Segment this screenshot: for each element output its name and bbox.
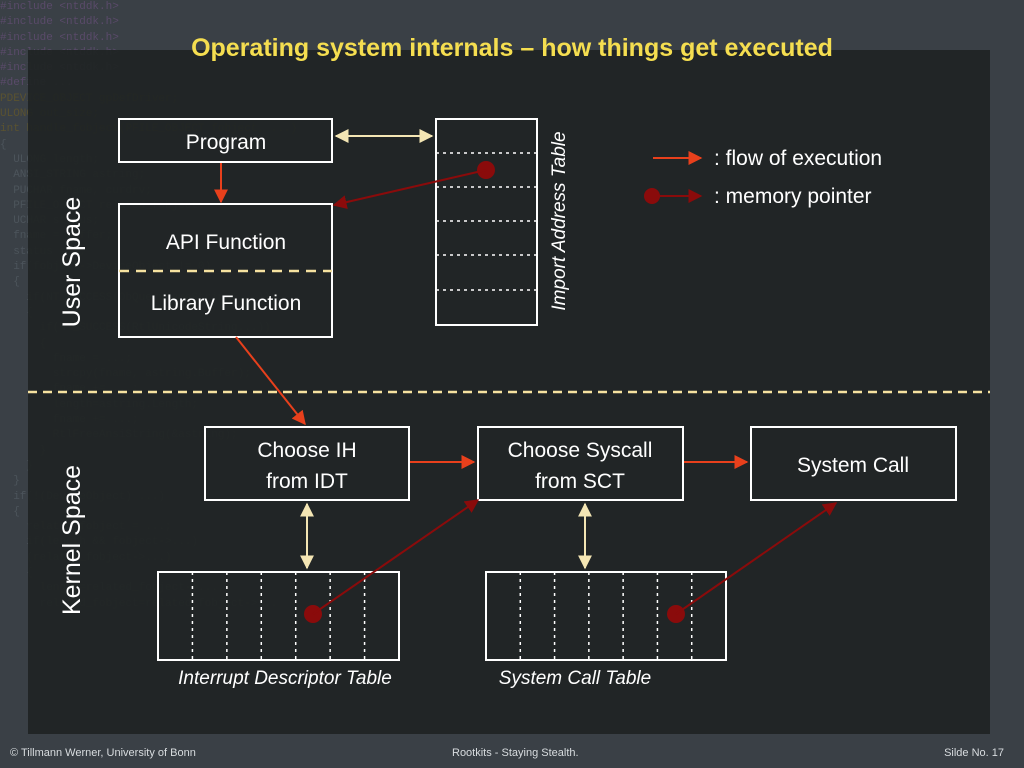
choose-ih-line-2: from IDT	[266, 470, 348, 493]
program-box: Program	[118, 118, 333, 163]
background-code-line: #include <ntddk.h>	[0, 31, 119, 44]
flow-arrow-library-to-ih	[235, 336, 306, 426]
system-call-table	[485, 571, 727, 661]
user-space-label: User Space	[58, 197, 86, 328]
background-code-line: {	[0, 138, 7, 151]
interrupt-descriptor-table	[157, 571, 400, 661]
pointer-arrow-iat-to-api	[332, 161, 495, 209]
idt-label: Interrupt Descriptor Table	[178, 668, 392, 689]
choose-ih-box: Choose IH from IDT	[204, 426, 410, 501]
library-function-label: Library Function	[151, 292, 302, 315]
choose-syscall-line-1: Choose Syscall	[508, 439, 653, 462]
api-function-label: API Function	[166, 231, 286, 254]
legend-flow-label: : flow of execution	[714, 147, 882, 170]
background-code-line: {	[0, 505, 20, 518]
background-code-line: #include <ntddk.h>	[0, 16, 119, 29]
pointer-arrow-idt-to-syscall	[304, 499, 480, 623]
legend: : flow of execution : memory pointer	[644, 147, 882, 208]
legend-pointer-label: : memory pointer	[714, 185, 872, 208]
system-call-label: System Call	[797, 454, 909, 477]
choose-syscall-line-2: from SCT	[535, 470, 625, 493]
kernel-space-label: Kernel Space	[58, 465, 86, 615]
slide-title: Operating system internals – how things …	[191, 34, 833, 62]
footer-copyright: © Tillmann Werner, University of Bonn	[10, 747, 196, 759]
choose-ih-line-1: Choose IH	[257, 439, 356, 462]
footer-slide-number: Silde No. 17	[944, 747, 1004, 759]
background-code-line: #include <ntddk.h>	[0, 1, 119, 13]
background-code-line: {	[0, 276, 20, 289]
sct-label: System Call Table	[499, 668, 651, 689]
program-label: Program	[186, 131, 267, 154]
footer-presentation-title: Rootkits - Staying Stealth.	[452, 747, 579, 759]
background-code-line: }	[0, 475, 20, 488]
pointer-arrow-sct-to-systemcall	[667, 502, 838, 623]
import-address-table	[435, 118, 538, 326]
choose-syscall-box: Choose Syscall from SCT	[477, 426, 684, 501]
iat-label: Import Address Table	[549, 131, 570, 310]
system-call-box: System Call	[750, 426, 957, 501]
api-library-box: API Function Library Function	[118, 203, 333, 338]
